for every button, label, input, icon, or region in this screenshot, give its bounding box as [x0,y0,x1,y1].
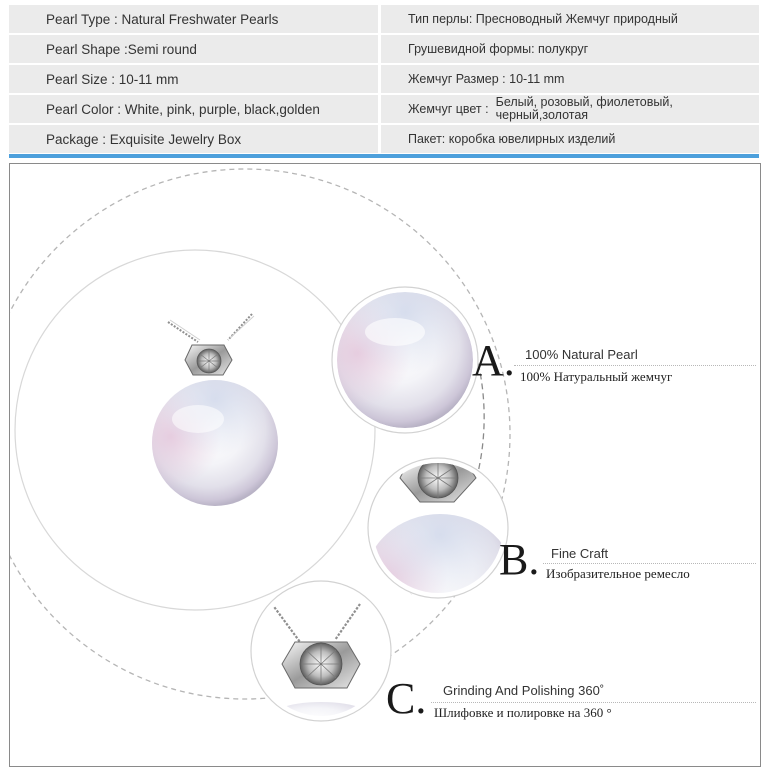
feature-letter-b: B. [499,535,540,584]
feature-c-dotline [431,702,756,703]
spec-ru-label: Тип перлы: Пресноводный Жемчуг природный [408,11,678,26]
inner-circle [14,249,376,611]
spec-en-cell: Pearl Size : 10-11 mm [46,71,179,87]
spec-en-cell: Pearl Color : White, pink, purple, black… [46,101,320,117]
feature-letter-a: A. [472,336,515,385]
spec-ru-cell: Жемчуг цвет : Белый, розовый, фиолетовый… [381,95,759,123]
spec-row: Pearl Color : White, pink, purple, black… [9,95,759,123]
spec-row: Pearl Shape :Semi round Грушевидной форм… [9,35,759,63]
spec-ru-label: Пакет: коробка ювелирных изделий [408,131,616,146]
spec-ru-value: Белый, розовый, фиолетовый, черный,золот… [495,95,673,122]
dashed-circle-outer [10,168,511,700]
spec-en-cell: Pearl Type : Natural Freshwater Pearls [46,11,279,27]
feature-a-en: 100% Natural Pearl [525,347,638,362]
feature-a-ru: 100% Натуральный жемчуг [520,369,673,384]
spec-ru-cell: Тип перлы: Пресноводный Жемчуг природный [381,5,759,33]
product-panel: A. 100% Natural Pearl 100% Натуральный ж… [9,163,761,767]
accent-divider [9,154,759,158]
spec-ru-label: Жемчуг цвет : [408,101,489,116]
claw-setting-closeup-image [367,457,509,599]
spec-en-cell: Pearl Shape :Semi round [46,41,197,57]
feature-b-ru: Изобразительное ремесло [546,566,690,581]
spec-ru-cell: Пакет: коробка ювелирных изделий [381,125,759,153]
feature-b-en: Fine Craft [551,546,609,561]
pearl-closeup-image [331,286,479,434]
spec-row: Pearl Size : 10-11 mm Жемчуг Размер : 10… [9,65,759,93]
spec-row: Pearl Type : Natural Freshwater Pearls Т… [9,5,759,33]
feature-letter-c: C. [386,674,427,723]
feature-a-dotline [514,365,756,366]
spec-ru-cell: Грушевидной формы: полукруг [381,35,759,63]
spec-ru-cell: Жемчуг Размер : 10-11 mm [381,65,759,93]
spec-ru-label: Грушевидной формы: полукруг [408,41,589,56]
pearl-pendant-image [152,313,278,506]
spec-en-cell: Package : Exquisite Jewelry Box [46,131,242,147]
spec-table: Pearl Type : Natural Freshwater Pearls Т… [9,5,759,153]
spec-row: Package : Exquisite Jewelry Box Пакет: к… [9,125,759,153]
feature-c-ru: Шлифовке и полировке на 360 ° [434,705,612,720]
feature-c-en: Grinding And Polishing 360˚ [443,683,605,698]
feature-b-dotline [543,563,756,564]
chain-setting-closeup-image [250,580,392,722]
product-illustration [10,168,511,722]
spec-ru-label: Жемчуг Размер : 10-11 mm [408,71,565,86]
